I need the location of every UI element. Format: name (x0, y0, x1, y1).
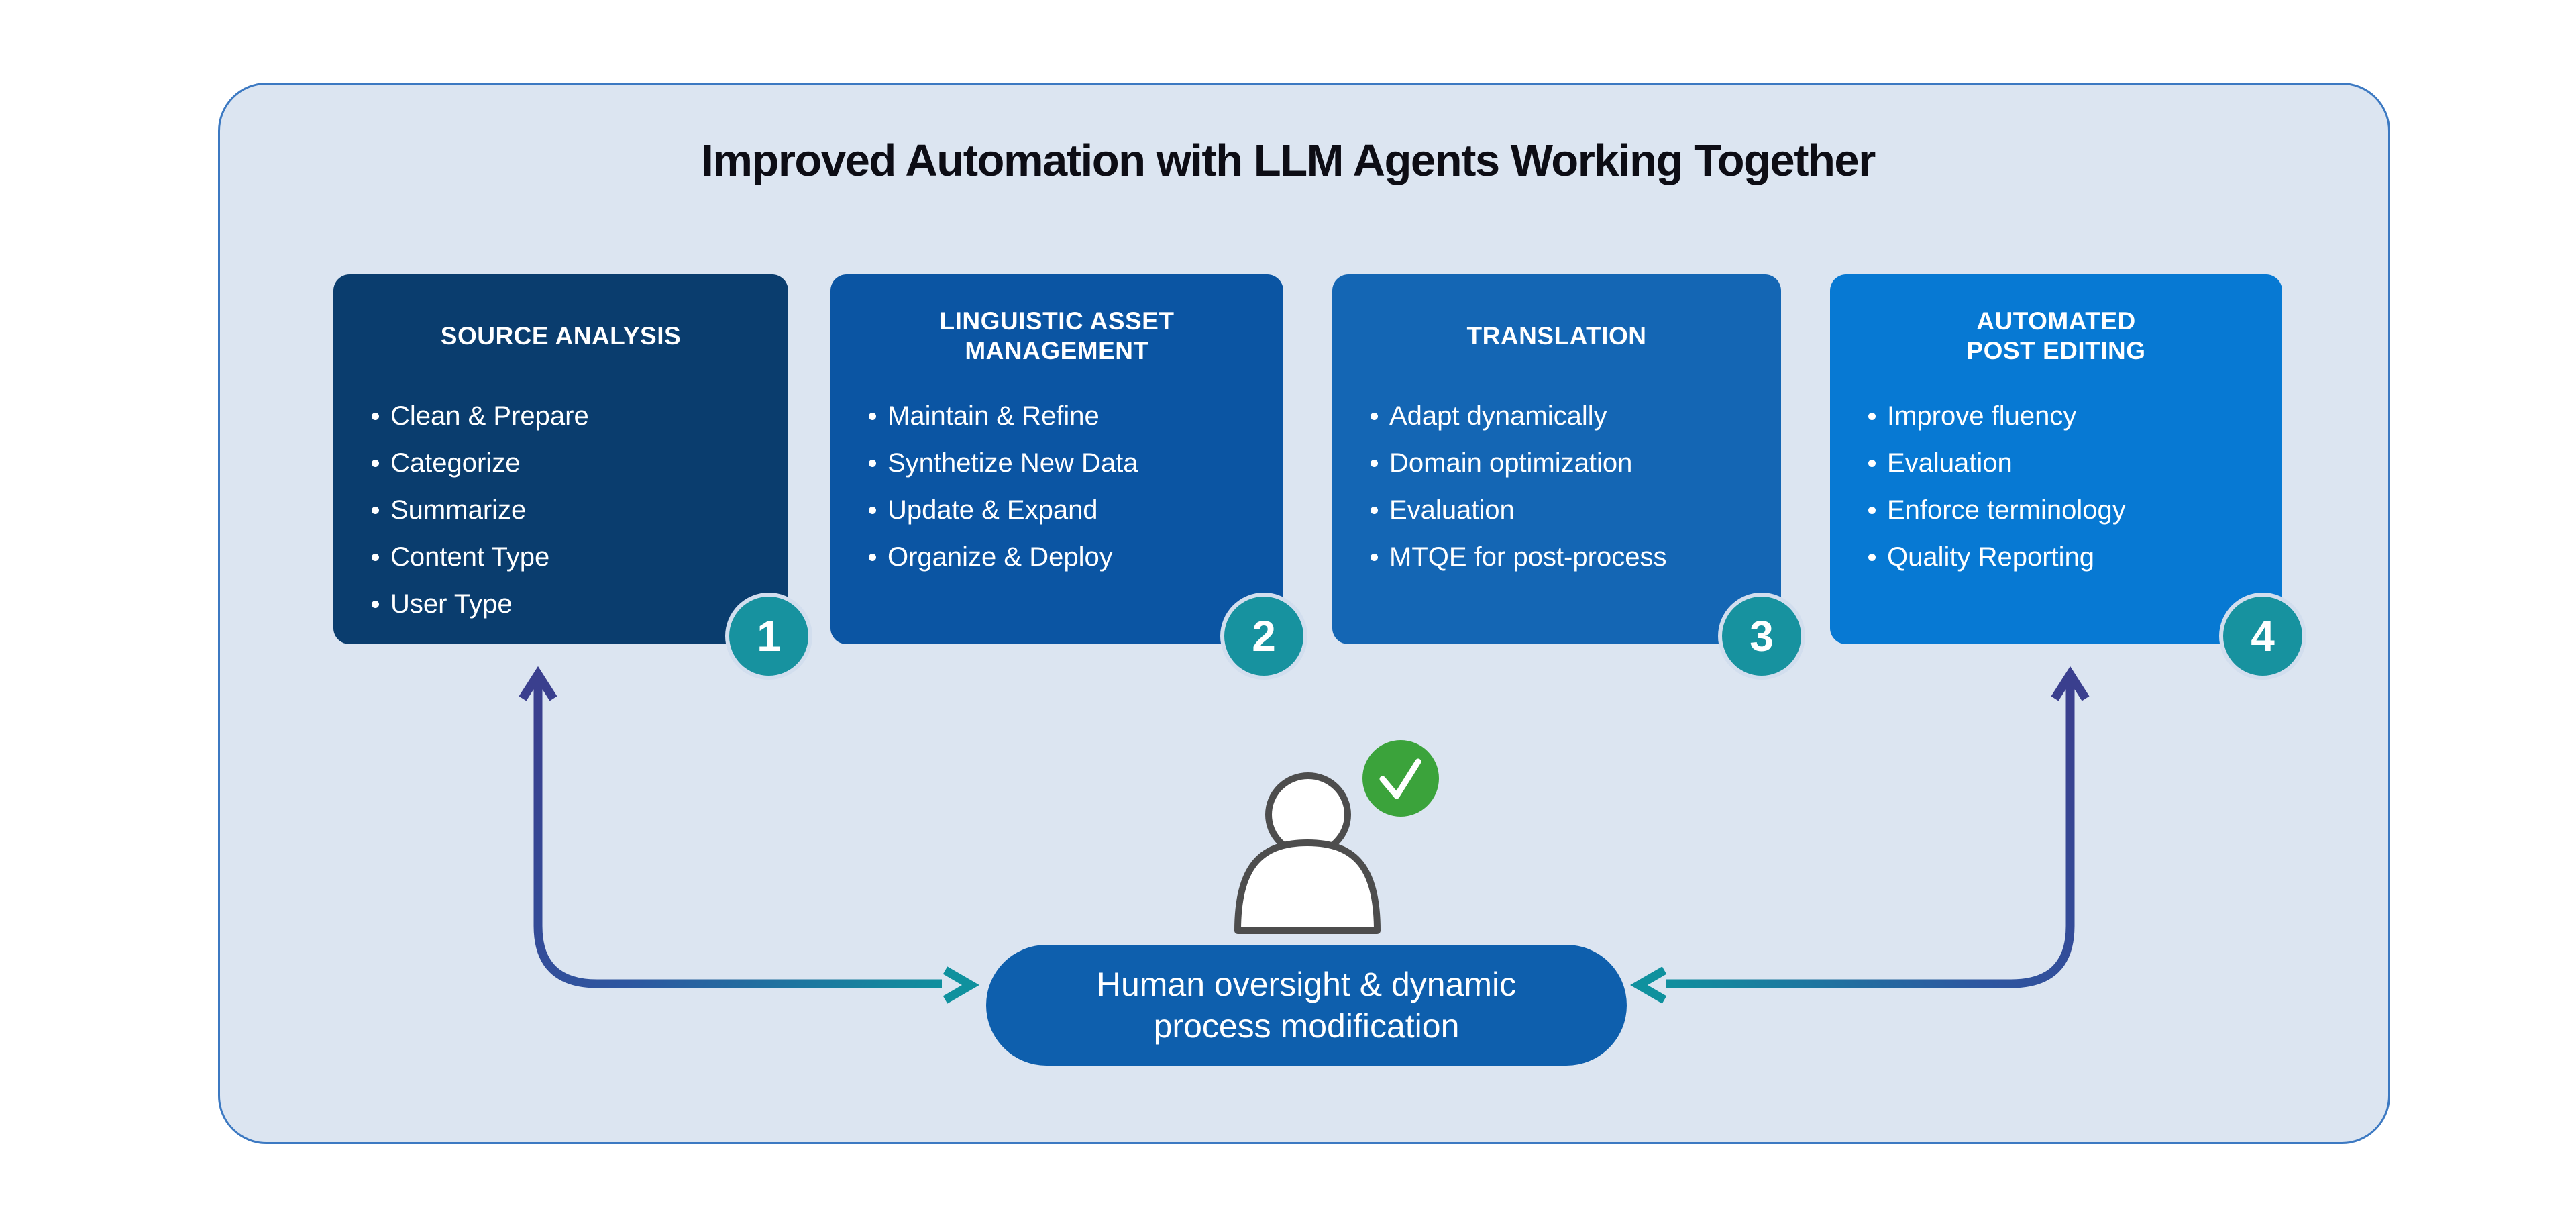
bullet-label: Enforce terminology (1887, 495, 2126, 525)
bullet-item: Update & Expand (869, 486, 1273, 533)
card-bullet-list: Clean & Prepare Categorize Summarize Con… (333, 393, 788, 627)
bullet-item: Summarize (372, 486, 777, 533)
process-card-translation: TRANSLATION Adapt dynamically Domain opt… (1332, 274, 1801, 676)
bullet-label: Maintain & Refine (888, 401, 1099, 431)
bullet-item: MTQE for post-process (1371, 533, 1770, 580)
bullet-item: Quality Reporting (1868, 533, 2271, 580)
card-bullet-list: Maintain & Refine Synthetize New Data Up… (830, 393, 1283, 580)
process-card-linguistic-asset-management: LINGUISTIC ASSET MANAGEMENT Maintain & R… (830, 274, 1303, 676)
bullet-dot-icon (869, 459, 876, 467)
bullet-label: Summarize (390, 495, 527, 525)
bullet-dot-icon (1868, 506, 1876, 514)
bullet-item: Evaluation (1868, 440, 2271, 486)
bullet-dot-icon (869, 553, 876, 561)
human-oversight-pill: Human oversight & dynamic process modifi… (986, 945, 1627, 1066)
bullet-label: Improve fluency (1887, 401, 2077, 431)
process-card-source-analysis: SOURCE ANALYSIS Clean & Prepare Categori… (333, 274, 808, 676)
bullet-dot-icon (1371, 459, 1378, 467)
bullet-item: Content Type (372, 533, 777, 580)
bullet-label: Categorize (390, 448, 521, 478)
bullet-label: Organize & Deploy (888, 542, 1113, 572)
bullet-dot-icon (1371, 412, 1378, 420)
card-title: LINGUISTIC ASSET MANAGEMENT (939, 307, 1175, 364)
bullet-label: Evaluation (1887, 448, 2012, 478)
bullet-dot-icon (1868, 553, 1876, 561)
bullet-dot-icon (869, 506, 876, 514)
bullet-label: Evaluation (1389, 495, 1515, 525)
card-title: TRANSLATION (1466, 322, 1647, 350)
bullet-item: Improve fluency (1868, 393, 2271, 440)
bullet-label: Adapt dynamically (1389, 401, 1607, 431)
step-badge: 4 (2223, 597, 2302, 676)
bullet-dot-icon (1371, 553, 1378, 561)
bullet-label: Clean & Prepare (390, 401, 589, 431)
bullet-label: MTQE for post-process (1389, 542, 1667, 572)
bullet-label: Quality Reporting (1887, 542, 2095, 572)
bullet-dot-icon (372, 412, 379, 420)
bullet-label: Update & Expand (888, 495, 1098, 525)
step-badge: 1 (729, 597, 808, 676)
bullet-label: Domain optimization (1389, 448, 1633, 478)
bullet-item: Maintain & Refine (869, 393, 1273, 440)
bullet-item: Adapt dynamically (1371, 393, 1770, 440)
bullet-label: User Type (390, 588, 513, 619)
bullet-item: Organize & Deploy (869, 533, 1273, 580)
bullet-dot-icon (372, 600, 379, 608)
bullet-dot-icon (1868, 459, 1876, 467)
card-bullet-list: Improve fluency Evaluation Enforce termi… (1830, 393, 2282, 580)
step-badge: 2 (1224, 597, 1303, 676)
bullet-label: Content Type (390, 542, 550, 572)
card-title: SOURCE ANALYSIS (440, 322, 682, 350)
bullet-item: Evaluation (1371, 486, 1770, 533)
bullet-item: Synthetize New Data (869, 440, 1273, 486)
bullet-dot-icon (1371, 506, 1378, 514)
bullet-item: Clean & Prepare (372, 393, 777, 440)
bullet-dot-icon (372, 553, 379, 561)
bullet-dot-icon (372, 459, 379, 467)
bullet-dot-icon (869, 412, 876, 420)
step-badge: 3 (1722, 597, 1801, 676)
bullet-item: Categorize (372, 440, 777, 486)
bullet-item: Enforce terminology (1868, 486, 2271, 533)
bullet-item: Domain optimization (1371, 440, 1770, 486)
bullet-dot-icon (1868, 412, 1876, 420)
bullet-dot-icon (372, 506, 379, 514)
process-card-automated-post-editing: AUTOMATED POST EDITING Improve fluency E… (1830, 274, 2302, 676)
card-title: AUTOMATED POST EDITING (1966, 307, 2146, 364)
bullet-item: User Type (372, 580, 777, 627)
page-title: Improved Automation with LLM Agents Work… (701, 136, 1876, 186)
card-bullet-list: Adapt dynamically Domain optimization Ev… (1332, 393, 1781, 580)
bullet-label: Synthetize New Data (888, 448, 1138, 478)
